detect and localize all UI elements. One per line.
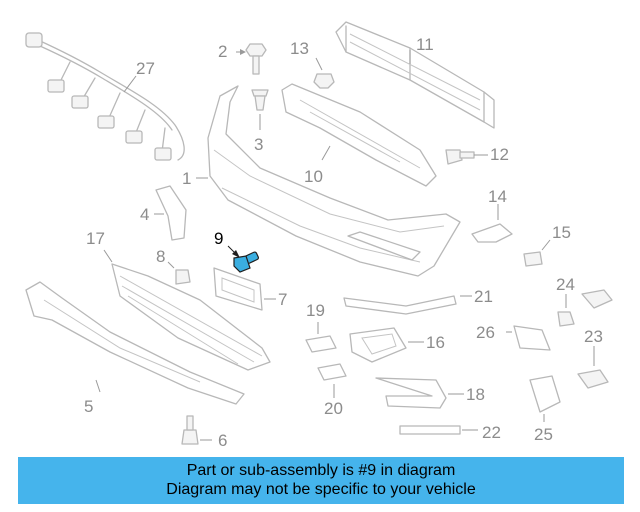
callout-25: 25 bbox=[534, 425, 553, 444]
callout-5: 5 bbox=[84, 397, 93, 416]
part-1-bumper-cover bbox=[196, 85, 461, 277]
part-11-impact-bar bbox=[335, 21, 495, 129]
callout-18: 18 bbox=[466, 385, 485, 404]
part-24-ring bbox=[557, 294, 575, 327]
part-13-nut bbox=[313, 57, 335, 89]
callout-26: 26 bbox=[476, 323, 495, 342]
part-10-absorber bbox=[281, 83, 437, 187]
part-26-holder bbox=[506, 325, 551, 351]
part-20-clip bbox=[317, 363, 347, 398]
part-21-strip bbox=[343, 295, 472, 315]
part-2-bolt bbox=[236, 43, 267, 75]
part-19-clip bbox=[305, 322, 337, 353]
part-6-bolt bbox=[181, 415, 212, 445]
part-22-strip bbox=[399, 425, 478, 435]
part-5-lower-trim bbox=[25, 281, 245, 405]
callout-7: 7 bbox=[278, 290, 287, 309]
banner-line-disclaimer: Diagram may not be specific to your vehi… bbox=[166, 481, 476, 498]
callout-13: 13 bbox=[290, 39, 309, 58]
part-25-holder bbox=[529, 375, 561, 422]
callout-20: 20 bbox=[324, 399, 343, 418]
callout-22: 22 bbox=[482, 423, 501, 442]
callout-3: 3 bbox=[254, 135, 263, 154]
part-27-wiring-harness bbox=[25, 32, 185, 161]
callout-27: 27 bbox=[136, 59, 155, 78]
info-banner: Part or sub-assembly is #9 in diagram Di… bbox=[18, 457, 624, 504]
callout-1: 1 bbox=[182, 169, 191, 188]
banner-line-part: Part or sub-assembly is #9 in diagram bbox=[186, 462, 456, 479]
callout-9: 9 bbox=[214, 229, 223, 248]
part-12-bolt bbox=[445, 149, 488, 165]
part-4-bracket bbox=[154, 185, 187, 241]
callout-16: 16 bbox=[426, 333, 445, 352]
callout-17: 17 bbox=[86, 229, 105, 248]
callout-21: 21 bbox=[474, 287, 493, 306]
part-9-bolt-highlighted bbox=[227, 245, 259, 273]
callout-11: 11 bbox=[416, 35, 434, 54]
callout-6: 6 bbox=[218, 431, 227, 450]
part-8-screw bbox=[167, 261, 191, 285]
part-3-clip bbox=[251, 89, 269, 130]
callout-23: 23 bbox=[584, 327, 603, 346]
callout-14: 14 bbox=[488, 187, 507, 206]
callout-2: 2 bbox=[218, 42, 227, 61]
callout-8: 8 bbox=[156, 247, 165, 266]
part-15-screw bbox=[523, 239, 551, 267]
callout-19: 19 bbox=[306, 301, 325, 320]
callout-15: 15 bbox=[552, 223, 571, 242]
part-16-fog-bezel bbox=[349, 327, 424, 363]
part-14-cover bbox=[471, 204, 513, 243]
callout-4: 4 bbox=[140, 205, 149, 224]
callout-12: 12 bbox=[490, 145, 509, 164]
exploded-parts-diagram: 27 2 3 13 11 10 12 1 4 9 8 17 7 5 6 14 1… bbox=[25, 21, 613, 450]
part-18-strip bbox=[375, 377, 464, 409]
part-17-grille bbox=[103, 249, 271, 371]
callout-24: 24 bbox=[556, 275, 575, 294]
part-7-license-bracket bbox=[213, 267, 276, 311]
callout-10: 10 bbox=[304, 167, 323, 186]
part-23-sensor bbox=[577, 289, 613, 389]
